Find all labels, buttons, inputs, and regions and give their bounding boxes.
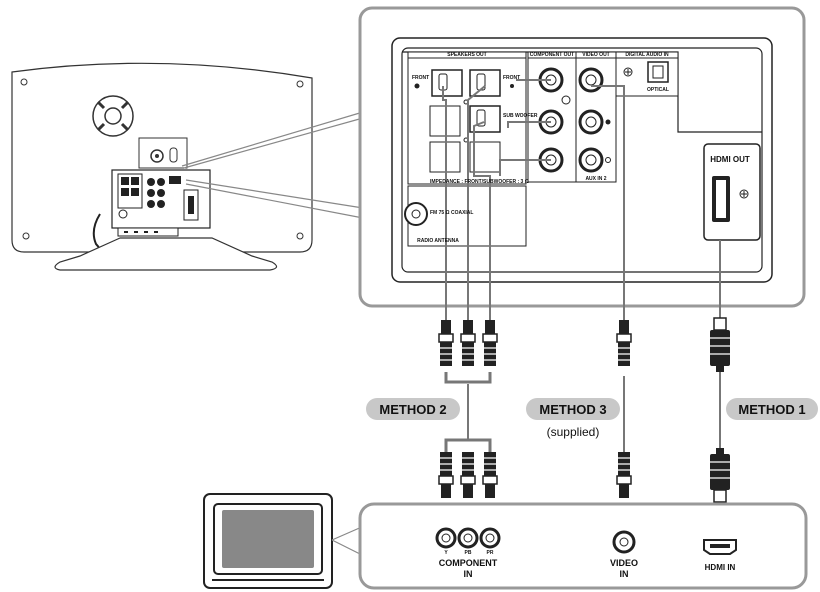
hdmi-in-port	[703, 539, 737, 555]
jack-pb-label: PB	[465, 550, 472, 556]
tv-input-panel	[358, 502, 808, 590]
component-in-jacks	[435, 527, 501, 549]
component-in-label-2: IN	[464, 569, 473, 579]
aux-in-label: AUX IN 2	[585, 176, 606, 182]
tv-illustration	[203, 493, 333, 589]
video-in-label-1: VIDEO	[610, 558, 638, 568]
front-right-label: FRONT	[503, 75, 520, 81]
video-plugs	[616, 320, 632, 498]
subwoofer-label: SUB WOOFER	[503, 113, 538, 119]
method-badge-2: METHOD 2	[366, 398, 460, 420]
hdmi-plugs	[710, 317, 730, 503]
jack-pr-label: PR	[487, 550, 494, 556]
method-2-label: METHOD 2	[379, 402, 446, 417]
video-in-label-2: IN	[620, 569, 629, 579]
impedance-label: IMPEDANCE : FRONT/SUBWOOFER : 3 Ω	[430, 179, 529, 185]
video-out-jacks	[578, 67, 611, 173]
video-in-jack	[612, 530, 636, 554]
fm-coaxial-label: FM 75 Ω COAXIAL	[430, 210, 473, 216]
optical-port	[623, 61, 669, 83]
method-badge-3: METHOD 3 (supplied)	[526, 398, 620, 439]
method-1-label: METHOD 1	[738, 402, 805, 417]
jack-y-label: Y	[444, 550, 448, 556]
method-badge-1: METHOD 1	[726, 398, 818, 420]
radio-antenna-label: RADIO ANTENNA	[417, 238, 459, 244]
player-thumbnail	[11, 62, 364, 271]
component-plugs-bottom	[438, 452, 498, 498]
speakers-out-label: SPEAKERS OUT	[447, 52, 486, 58]
hdmi-out-label: HDMI OUT	[710, 155, 750, 164]
hdmi-in-label: HDMI IN	[705, 563, 736, 572]
front-left-label: FRONT	[412, 75, 429, 81]
method-3-note: (supplied)	[547, 425, 600, 439]
component-plugs-top	[438, 320, 498, 366]
hdmi-out-port	[703, 143, 761, 241]
video-out-label: VIDEO OUT	[582, 52, 610, 58]
component-in-label-1: COMPONENT	[439, 558, 498, 568]
player-back-panel	[358, 6, 806, 308]
cable-lines	[442, 79, 721, 460]
digital-audio-in-label: DIGITAL AUDIO IN	[625, 52, 669, 58]
optical-label: OPTICAL	[647, 87, 669, 93]
method-3-label: METHOD 3	[539, 402, 606, 417]
component-out-label: COMPONENT OUT	[530, 52, 574, 58]
